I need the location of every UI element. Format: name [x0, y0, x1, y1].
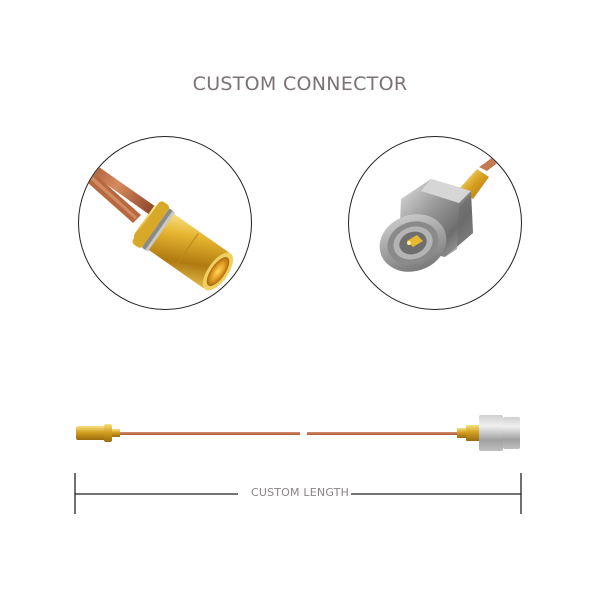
gold-connector-image	[79, 155, 234, 291]
length-dimension: CUSTOM LENGTH	[0, 470, 600, 520]
custom-length-label: CUSTOM LENGTH	[250, 486, 350, 499]
right-sma-connector	[457, 415, 520, 451]
right-connector-closeup	[348, 136, 522, 310]
left-gold-connector	[76, 424, 120, 442]
page-title: CUSTOM CONNECTOR	[192, 73, 408, 95]
cable-assembly	[0, 405, 600, 465]
sma-connector-image	[379, 137, 521, 272]
left-connector-closeup	[78, 136, 252, 310]
